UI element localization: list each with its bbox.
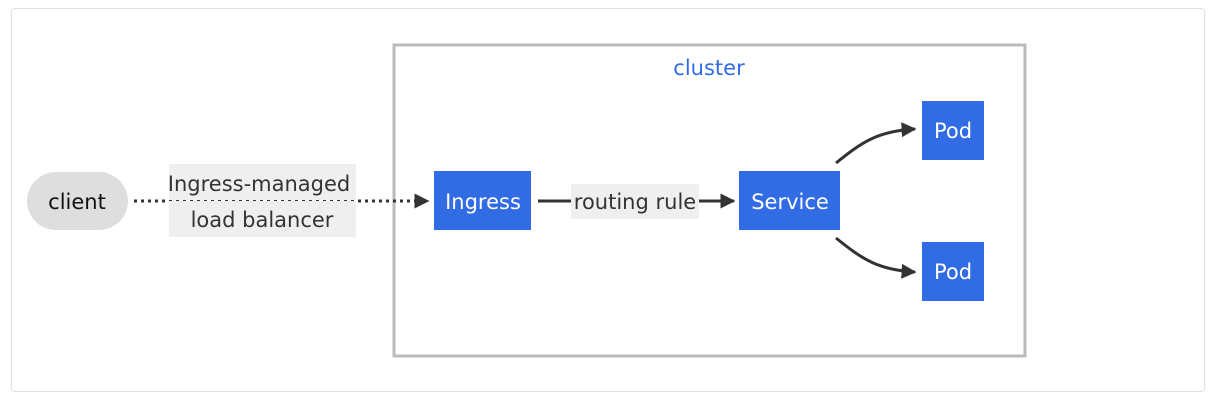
edge-service-to-pod-top: [835, 122, 917, 165]
edge-label-load-balancer-line2: load balancer: [191, 208, 334, 232]
ingress-node-label: Ingress: [445, 190, 521, 214]
service-node: [739, 171, 840, 230]
service-node-label: Service: [751, 190, 829, 214]
pod-node-bottom: [922, 242, 984, 301]
pod-node-bottom-label: Pod: [934, 260, 972, 284]
edge-label-bg-routing: [571, 184, 699, 219]
edge-label-routing-rule: routing rule: [574, 190, 696, 214]
pod-node-top: [922, 101, 984, 160]
ingress-node: [434, 171, 531, 230]
edge-label-bg-line2: [169, 201, 356, 237]
client-node: [27, 172, 128, 230]
cluster-label: cluster: [673, 56, 745, 80]
edge-service-to-pod-bottom: [835, 236, 917, 279]
pod-node-top-label: Pod: [934, 119, 972, 143]
edge-label-bg-line1: [169, 164, 356, 200]
client-node-label: client: [48, 190, 106, 214]
edge-label-load-balancer-line1: Ingress-managed: [168, 172, 350, 196]
